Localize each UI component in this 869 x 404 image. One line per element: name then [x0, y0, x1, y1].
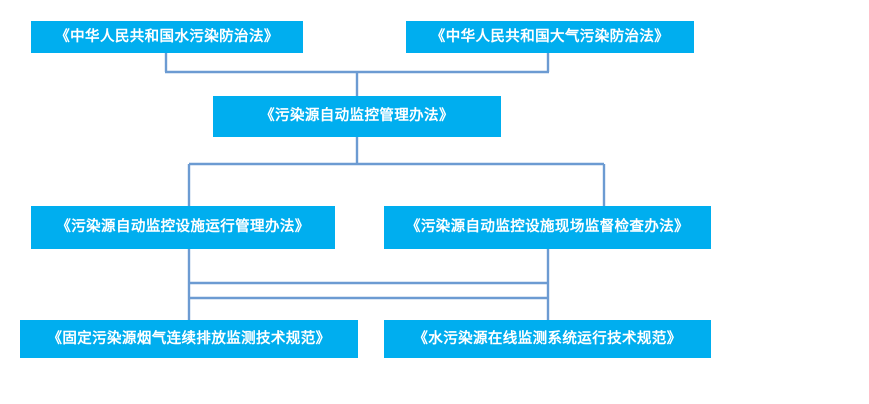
node-label: 《中华人民共和国水污染防治法》	[55, 27, 279, 45]
node-label: 《水污染源在线监测系统运行技术规范》	[413, 329, 682, 347]
node-spec-cems[interactable]: 《固定污染源烟气连续排放监测技术规范》	[20, 320, 358, 358]
node-label: 《污染源自动监控管理办法》	[260, 107, 454, 125]
node-measure-inspection[interactable]: 《污染源自动监控设施现场监督检查办法》	[384, 206, 711, 249]
node-label: 《中华人民共和国大气污染防治法》	[430, 27, 670, 45]
node-label: 《固定污染源烟气连续排放监测技术规范》	[47, 329, 331, 347]
node-label: 《污染源自动监控设施运行管理办法》	[56, 218, 310, 236]
node-spec-water[interactable]: 《水污染源在线监测系统运行技术规范》	[384, 320, 711, 358]
node-law-air[interactable]: 《中华人民共和国大气污染防治法》	[406, 21, 694, 53]
node-law-water[interactable]: 《中华人民共和国水污染防治法》	[31, 21, 303, 53]
node-measure-operation[interactable]: 《污染源自动监控设施运行管理办法》	[31, 206, 335, 249]
node-measure-admin[interactable]: 《污染源自动监控管理办法》	[213, 96, 501, 137]
node-label: 《污染源自动监控设施现场监督检查办法》	[405, 218, 690, 236]
